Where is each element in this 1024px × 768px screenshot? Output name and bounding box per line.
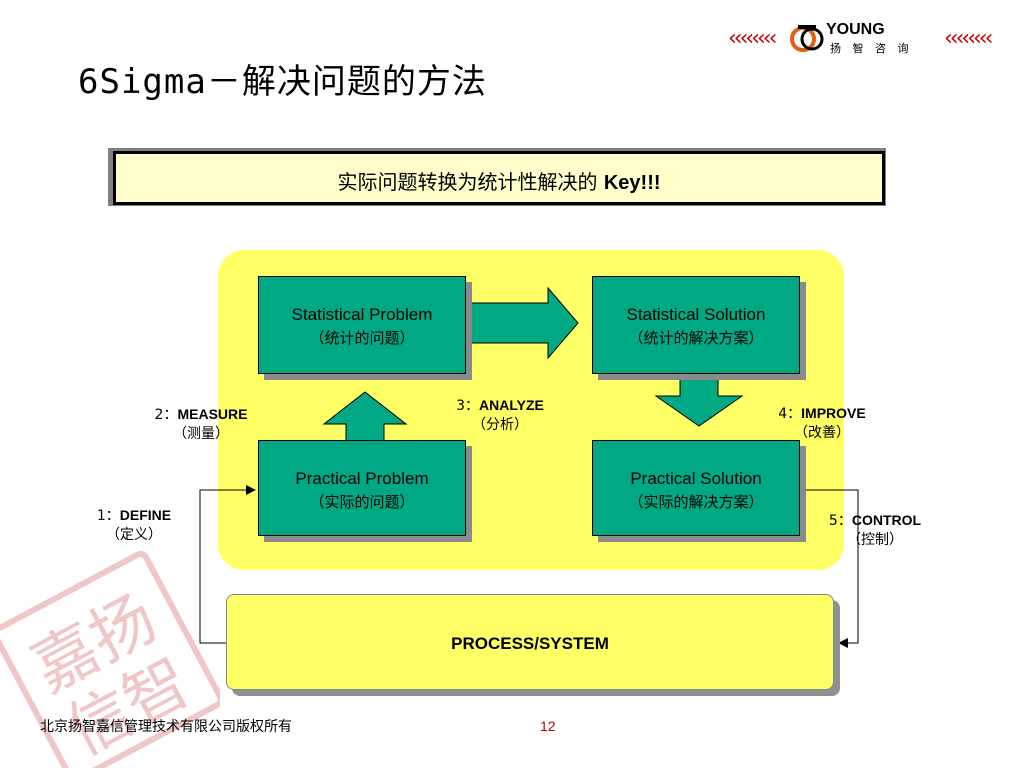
logo-brand-cn: 扬 智 咨 询: [830, 42, 913, 55]
logo-icon: [790, 25, 824, 52]
statistical-problem-box: Statistical Problem （统计的问题）: [258, 276, 466, 374]
statistical-solution-en: Statistical Solution: [626, 305, 766, 324]
step-define: 1：DEFINE （定义）: [64, 506, 204, 545]
step-measure-cn: （测量）: [173, 426, 229, 442]
key-banner-cn: 实际问题转换为统计性解决的: [337, 170, 604, 194]
step-analyze-en: ANALYZE: [479, 397, 544, 413]
measure-arrow: [322, 391, 408, 443]
chevron-left-decoration: ‹‹‹‹‹‹‹‹: [728, 26, 777, 51]
page-title: 6Sigma－解决问题的方法: [78, 62, 487, 102]
step-analyze: 3：ANALYZE （分析）: [430, 396, 570, 435]
key-banner-en: Key!!!: [603, 172, 661, 194]
step-define-num: 1：: [96, 508, 120, 524]
step-improve: 4：IMPROVE （改善）: [752, 404, 892, 443]
control-arrowhead: [838, 638, 848, 648]
step-define-en: DEFINE: [119, 507, 172, 523]
practical-problem-box: Practical Problem （实际的问题）: [258, 440, 466, 536]
define-arrowhead: [246, 485, 256, 495]
step-control-cn: （控制）: [847, 532, 903, 548]
statistical-solution-cn: （统计的解决方案）: [628, 329, 764, 347]
step-improve-num: 4：: [778, 406, 802, 422]
step-analyze-cn: （分析）: [472, 417, 528, 433]
company-logo: ‹‹‹‹‹‹‹‹ YOUNG 扬 智 咨 询 ‹‹‹‹‹‹‹‹: [728, 18, 1024, 60]
practical-problem-en: Practical Problem: [295, 469, 429, 488]
control-connector: [806, 489, 859, 644]
key-banner: [113, 151, 885, 205]
statistical-solution-box: Statistical Solution （统计的解决方案）: [592, 276, 800, 374]
page-number: 12: [540, 718, 556, 734]
footer-copyright: 北京扬智嘉信管理技术有限公司版权所有: [40, 719, 292, 735]
watermark-seal: 嘉扬 信智: [0, 550, 220, 768]
define-connector: [199, 489, 246, 644]
step-analyze-num: 3：: [456, 398, 480, 414]
step-define-cn: （定义）: [106, 527, 162, 543]
logo-brand-text: YOUNG: [826, 21, 885, 38]
practical-problem-cn: （实际的问题）: [309, 493, 415, 511]
step-control-num: 5：: [828, 513, 852, 529]
improve-arrow: [654, 375, 744, 427]
analyze-arrow: [469, 286, 579, 360]
process-system-label: PROCESS/SYSTEM: [451, 634, 609, 653]
step-improve-cn: （改善）: [794, 425, 850, 441]
step-measure-en: MEASURE: [177, 406, 248, 422]
step-measure-num: 2：: [154, 407, 178, 423]
statistical-problem-cn: （统计的问题）: [309, 329, 415, 347]
step-control: 5：CONTROL （控制）: [800, 511, 950, 550]
step-measure: 2：MEASURE （测量）: [126, 405, 276, 444]
step-improve-en: IMPROVE: [801, 405, 866, 421]
step-control-en: CONTROL: [851, 512, 922, 528]
practical-solution-en: Practical Solution: [630, 469, 762, 488]
practical-solution-cn: （实际的解决方案）: [628, 493, 764, 511]
statistical-problem-en: Statistical Problem: [291, 305, 433, 324]
key-banner-text: 实际问题转换为统计性解决的 Key!!!: [113, 166, 885, 195]
chevron-right-decoration: ‹‹‹‹‹‹‹‹: [944, 26, 993, 51]
process-system-box: [226, 594, 834, 690]
practical-solution-box: Practical Solution （实际的解决方案）: [592, 440, 800, 536]
